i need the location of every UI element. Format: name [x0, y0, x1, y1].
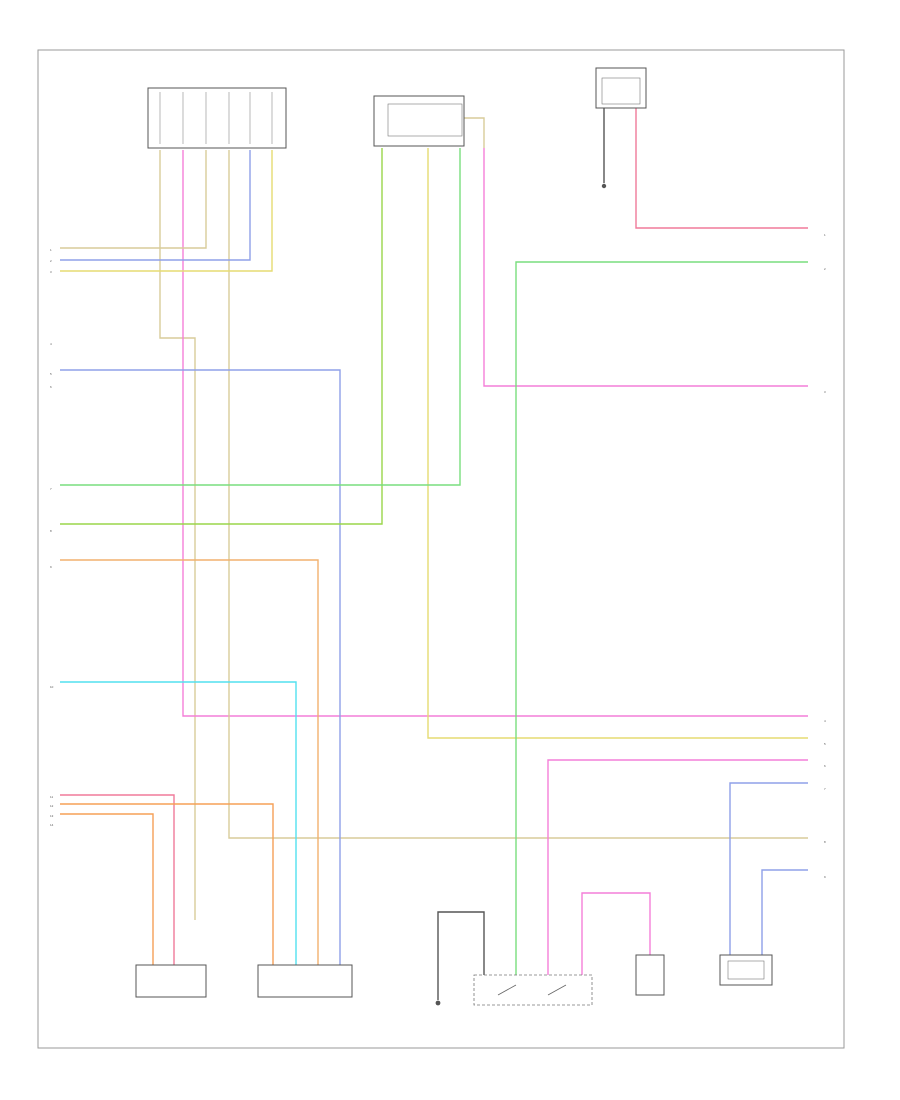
left-terminal-number: 13 — [50, 814, 54, 818]
right-terminal-number: 4 — [824, 719, 826, 723]
left-terminal-number: 8 — [50, 529, 52, 533]
body-module — [473, 974, 593, 1006]
left-terminal-number: 6 — [50, 385, 52, 389]
wire-tan-4 — [462, 117, 485, 148]
wire-orange-2 — [60, 803, 274, 965]
wire-yellow-1 — [60, 150, 273, 272]
left-terminal-number: 1 — [50, 248, 52, 252]
wire-pink-4 — [581, 892, 651, 975]
wire-yellow-2 — [427, 148, 808, 739]
wire-pink-2 — [483, 148, 808, 387]
battery-sensor — [719, 954, 773, 986]
wire-pink-1 — [182, 150, 808, 717]
left-terminal-number: 12 — [50, 804, 54, 808]
wire-green-2 — [515, 261, 808, 975]
tpms-left-rear — [135, 964, 207, 998]
left-terminal-number: 4 — [50, 342, 52, 346]
wire-orange-1 — [60, 559, 319, 965]
wire-blue-2 — [60, 369, 341, 965]
ground-symbol-icon — [601, 183, 607, 189]
ground-g2 — [435, 1000, 441, 1006]
ground-symbol-icon — [435, 1000, 441, 1006]
wire-tan-1 — [159, 150, 196, 920]
wire-green-1 — [60, 148, 461, 486]
wire-cyan-1 — [60, 681, 297, 965]
right-terminal-number: 7 — [824, 787, 826, 791]
wire-tan-2 — [60, 150, 207, 249]
right-terminal-number: 8 — [824, 840, 826, 844]
diagram-frame — [37, 49, 845, 1049]
speed-sensor — [635, 954, 665, 996]
wire-ground-2 — [437, 911, 485, 1000]
wire-blue-1 — [60, 150, 251, 261]
right-terminal-number: 1 — [824, 233, 826, 237]
wire-orange-3 — [60, 813, 154, 965]
left-terminal-number: 2 — [50, 259, 52, 263]
switch-module — [373, 95, 465, 147]
right-terminal-number: 2 — [824, 267, 826, 271]
wire-blue-3 — [729, 782, 808, 955]
wire-red-1 — [635, 108, 808, 229]
left-terminal-number: 14 — [50, 823, 54, 827]
wire-lime-1 — [60, 148, 383, 525]
wire-red-2 — [60, 794, 175, 965]
wire-tan-3 — [228, 150, 808, 839]
left-terminal-number: 3 — [50, 270, 52, 274]
right-terminal-number: 3 — [824, 390, 826, 394]
left-terminal-number: 10 — [50, 685, 54, 689]
left-terminal-number: 7 — [50, 487, 52, 491]
right-terminal-number: 6 — [824, 764, 826, 768]
wire-blue-4 — [761, 869, 808, 955]
left-terminal-number: 5 — [50, 372, 52, 376]
right-terminal-number: 9 — [824, 875, 826, 879]
right-terminal-number: 5 — [824, 742, 826, 746]
top-connector — [595, 67, 647, 189]
tpms-right-rear — [257, 964, 353, 998]
left-terminal-number: 11 — [50, 795, 53, 799]
wires — [60, 108, 808, 1000]
wire-pink-3 — [547, 759, 808, 975]
left-terminal-number: 9 — [50, 565, 52, 569]
relay-module — [147, 87, 287, 149]
